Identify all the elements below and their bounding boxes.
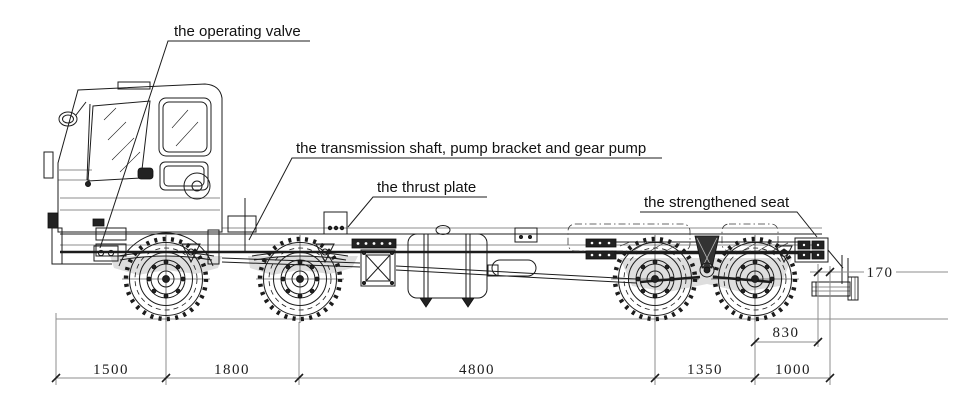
leader-operating-valve [99, 40, 310, 249]
dim-axle1-axle2: 1800 [214, 362, 250, 378]
leader-strengthened-seat [640, 211, 818, 238]
dim-axle3-axle4: 1350 [687, 362, 723, 378]
wheel-axle4 [711, 235, 799, 323]
behind-cab-equipment [227, 198, 257, 251]
axle-shading [110, 256, 792, 292]
door-window [158, 97, 212, 157]
mud-flap [207, 229, 220, 265]
front-lamp [43, 151, 54, 179]
callout-strengthened-seat: the strengthened seat [644, 194, 790, 211]
body-phantom-outline [567, 223, 779, 252]
dim-seat-overhang: 830 [773, 325, 800, 341]
dimension-lines [51, 267, 948, 383]
cab [43, 81, 223, 267]
fuel-tank [407, 225, 488, 308]
dimension-ticks [51, 267, 835, 383]
door-handle [137, 167, 154, 180]
front-panel [43, 151, 92, 229]
wiper [85, 103, 92, 187]
frame-mount-box [514, 227, 538, 243]
callout-thrust-plate: the thrust plate [377, 179, 476, 196]
headlamp [47, 212, 59, 229]
drive-shaft [221, 257, 637, 284]
dim-axle4-rear: 1000 [775, 362, 811, 378]
dim-front-overhang: 1500 [93, 362, 129, 378]
callout-transmission: the transmission shaft, pump bracket and… [296, 140, 646, 157]
thrust-plate-box [323, 211, 348, 235]
extension-lines [55, 264, 831, 385]
operating-valve-unit [93, 245, 119, 262]
frame-bolt-plates [585, 238, 617, 260]
roof-hatch [117, 81, 151, 90]
callout-operating-valve: the operating valve [174, 23, 301, 40]
pump-bracket-assembly [351, 238, 397, 287]
fender-arch [118, 232, 214, 267]
dim-rear-tip: 170 [867, 265, 894, 281]
front-bumper [51, 227, 112, 265]
wheel-axle3 [611, 235, 699, 323]
wheel-axle2 [256, 235, 344, 323]
dim-axle2-axle3: 4800 [459, 362, 495, 378]
trunnion-tower [694, 235, 720, 269]
leader-transmission [248, 157, 662, 241]
side-mirror [58, 101, 87, 127]
wheel-axle1 [122, 235, 210, 323]
callout-leaders [99, 40, 818, 249]
leader-thrust-plate [347, 196, 487, 228]
strengthened-seat-unit [775, 237, 829, 264]
air-intake [183, 172, 211, 200]
